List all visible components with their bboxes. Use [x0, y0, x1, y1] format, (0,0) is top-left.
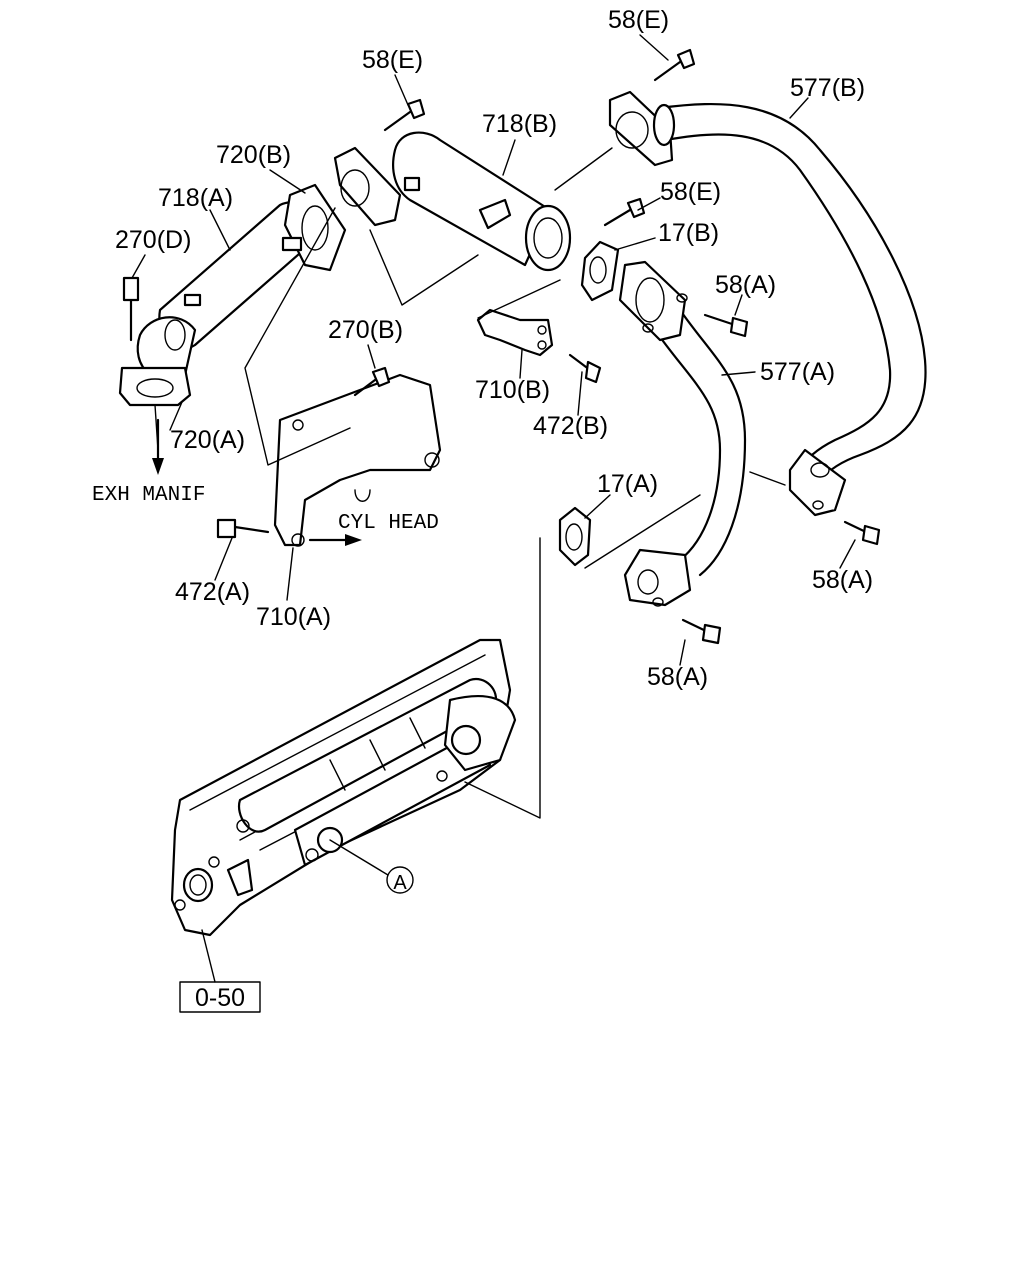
label-710b: 710(B) [475, 376, 550, 404]
arrow-cyl-head [308, 534, 362, 546]
label-cyl-head: CYL HEAD [338, 512, 439, 535]
reference-box[interactable]: 0-50 [179, 981, 261, 1013]
callout-a: A [386, 866, 414, 894]
bolt-270d [122, 276, 140, 342]
bolt-58a-3 [681, 618, 722, 645]
pipe-577a [618, 260, 747, 607]
bracket-710b [476, 308, 554, 357]
label-472b: 472(B) [533, 412, 608, 440]
label-718b: 718(B) [482, 110, 557, 138]
callout-a-text: A [393, 872, 407, 894]
part-labels: 58(E) 58(E) 577(B) 718(B) 720(B) 718(A) … [92, 6, 873, 691]
reference-box-label[interactable]: 0-50 [195, 984, 245, 1012]
bolt-58a-2 [843, 520, 881, 546]
cooler-718b [333, 131, 572, 272]
bracket-710a [273, 373, 442, 547]
label-58e-top: 58(E) [608, 6, 669, 34]
leader-lines [131, 34, 856, 983]
label-58e-left: 58(E) [362, 46, 423, 74]
gasket-17b [580, 240, 620, 302]
label-17b: 17(B) [658, 219, 719, 247]
bolt-58a-1 [703, 313, 749, 338]
label-720b: 720(B) [216, 141, 291, 169]
label-718a: 718(A) [158, 184, 233, 212]
label-58a-1: 58(A) [715, 271, 776, 299]
bolt-270b [353, 366, 391, 397]
bolt-58e-mid [603, 197, 646, 227]
label-58a-3: 58(A) [647, 663, 708, 691]
label-270b: 270(B) [328, 316, 403, 344]
bolt-472a [216, 518, 270, 539]
label-58e-mid: 58(E) [660, 178, 721, 206]
egr-cooler-assembly [170, 638, 517, 937]
bolt-58e-left [383, 98, 426, 132]
label-270d: 270(D) [115, 226, 191, 254]
label-577a: 577(A) [760, 358, 835, 386]
label-exh-manif: EXH MANIF [92, 484, 205, 507]
pipe-577b [608, 90, 927, 517]
label-577b: 577(B) [790, 74, 865, 102]
label-472a: 472(A) [175, 578, 250, 606]
bolt-58e-top [653, 48, 696, 82]
label-720a: 720(A) [170, 426, 245, 454]
label-58a-2: 58(A) [812, 566, 873, 594]
alignment-lines [154, 147, 786, 819]
bolt-472b [568, 353, 602, 384]
cooler-718a [118, 183, 347, 407]
gasket-17a [558, 506, 592, 567]
label-710a: 710(A) [256, 603, 331, 631]
label-17a: 17(A) [597, 470, 658, 498]
arrow-exh-manif [152, 418, 164, 475]
